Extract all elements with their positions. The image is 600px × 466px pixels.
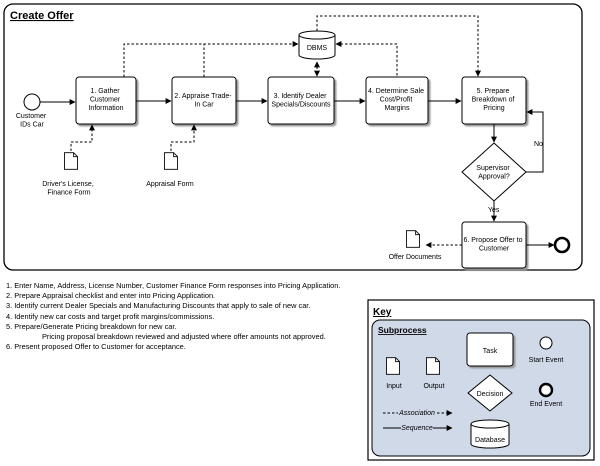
svg-text:Association: Association [398, 410, 435, 417]
note-line: 1. Enter Name, Address, License Number, … [6, 281, 341, 290]
svg-text:Task: Task [483, 348, 498, 355]
input-document-icon [164, 152, 178, 170]
note-line-indented: Pricing proposal breakdown reviewed and … [42, 332, 326, 342]
decision-no-label: No [534, 141, 543, 148]
note-line: 2. Prepare Appraisal checklist and enter… [6, 291, 216, 301]
input-appraisal-form-label: Appraisal Form [146, 181, 194, 188]
key-title: Key [373, 307, 392, 318]
svg-text:Input: Input [386, 383, 402, 390]
sequence-flows [40, 98, 555, 248]
key-end-event: End Event [530, 382, 562, 408]
key-output-icon [426, 357, 440, 375]
input-document-icon [64, 152, 78, 170]
output-offer-documents-label: Offer Documents [389, 254, 442, 261]
svg-text:4. Determine Sale Cost/P: 4. Determine Sale Cost/Profit Margins [368, 88, 426, 112]
key-decision: Decision [467, 374, 513, 412]
key-subprocess-label: Subprocess [378, 325, 427, 335]
key-output: Output [423, 357, 445, 390]
process-notes: 1. Enter Name, Address, License Number, … [6, 281, 366, 352]
note-line: 6. Present proposed Offer to Customer fo… [6, 342, 186, 352]
svg-text:5. Prepare Breakdown of: 5. Prepare Breakdown of Pricing [472, 88, 517, 112]
key-database: Database [470, 419, 510, 449]
note-line: 5. Prepare/Generate Pricing breakdown fo… [6, 321, 177, 331]
svg-text:Start Event: Start Event [529, 357, 564, 364]
note-line: 3. Identify current Dealer Specials and … [6, 301, 311, 311]
input-drivers-license-label: Driver's License, Finance Form [42, 181, 95, 197]
svg-text:2. Appraise Trade- In Ca: 2. Appraise Trade- In Car [174, 93, 233, 109]
svg-text:Output: Output [423, 383, 444, 390]
svg-text:Supervisor Approval?: Supervisor Approval? [476, 165, 511, 181]
task-5: 5. Prepare Breakdown of Pricing [461, 76, 527, 125]
end-event [553, 236, 571, 254]
start-event [23, 93, 41, 111]
task-4: 4. Determine Sale Cost/Profit Margins [365, 76, 429, 125]
start-event-label: Customer IDs Car [16, 113, 48, 129]
main-frame [3, 3, 583, 271]
svg-text:1. Gather Customer: 1. Gather Customer Information [88, 88, 123, 112]
key-start-event: Start Event [529, 336, 564, 364]
svg-text:Sequence: Sequence [401, 425, 433, 432]
key-association: Association [383, 408, 453, 417]
svg-text:End Event: End Event [530, 401, 562, 408]
task-2: 2. Appraise Trade- In Car [171, 76, 237, 125]
key-task: Task [466, 332, 514, 367]
svg-text:Database: Database [475, 437, 505, 444]
key-input: Input [386, 357, 402, 390]
association-flows [70, 15, 481, 248]
task-3: 3. Identify Dealer Specials/Discounts [267, 76, 335, 125]
task-6: 6. Propose Offer to Customer [461, 221, 527, 269]
key-sequence: Sequence [383, 423, 453, 432]
svg-text:6. Propose Offer to Cust: 6. Propose Offer to Customer [464, 237, 525, 253]
dbms-database: DBMS [298, 30, 336, 60]
key-input-icon [386, 357, 400, 375]
note-line: 4. Identify new car costs and target pro… [6, 311, 215, 321]
svg-text:3. Identify Dealer Speci: 3. Identify Dealer Specials/Discounts [271, 93, 331, 109]
svg-text:Decision: Decision [477, 391, 504, 398]
output-document-icon [406, 230, 420, 248]
svg-text:DBMS: DBMS [307, 45, 328, 52]
diagram-title: Create Offer [10, 10, 74, 22]
task-1: 1. Gather Customer Information [75, 76, 137, 125]
